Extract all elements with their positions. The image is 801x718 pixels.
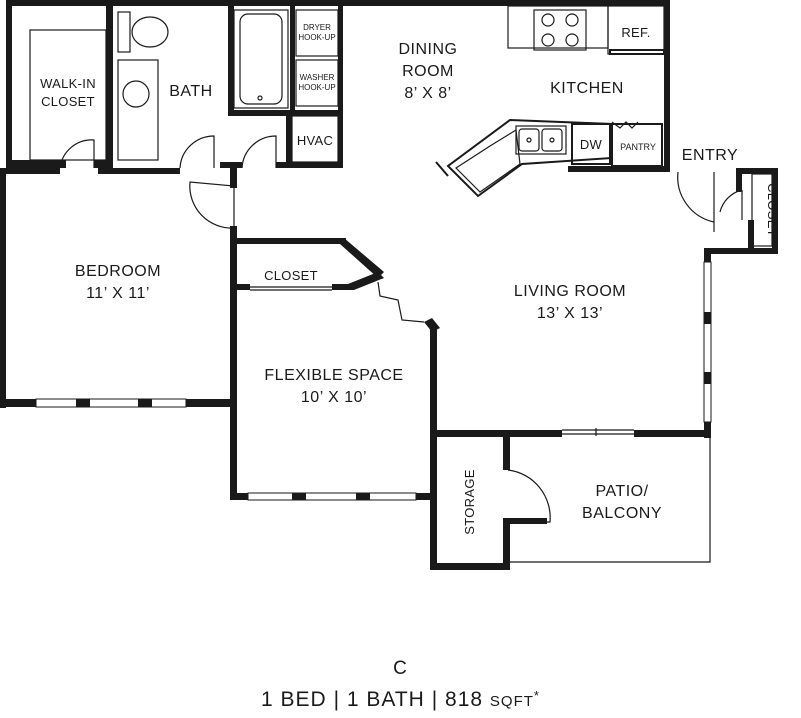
entry-closet-label: CLOSET xyxy=(765,183,780,237)
dishwasher-label: DW xyxy=(580,137,603,152)
floor-plan: WALK-IN CLOSET BATH DRYER HOOK-UP WASHER… xyxy=(0,0,780,570)
storage-label: STORAGE xyxy=(462,469,477,534)
unit-area: 818 xyxy=(445,688,484,711)
living-room-size: 13’ X 13’ xyxy=(537,305,603,322)
washer-hookup-label: WASHER xyxy=(300,73,335,82)
bedroom-label: BEDROOM xyxy=(75,263,161,280)
closet-label: CLOSET xyxy=(264,268,318,283)
refrigerator-label: REF. xyxy=(621,25,650,40)
dryer-hookup-label-line2: HOOK-UP xyxy=(298,33,335,42)
interior-walls xyxy=(6,6,754,570)
separator-2: | xyxy=(431,688,439,711)
kitchen-label: KITCHEN xyxy=(550,80,624,97)
bedroom-size: 11’ X 11’ xyxy=(86,285,150,302)
separator-1: | xyxy=(333,688,341,711)
dining-room-label-line2: ROOM xyxy=(402,63,454,80)
unit-name-text: C xyxy=(393,658,408,679)
dining-room-size: 8’ X 8’ xyxy=(404,85,451,102)
living-room-label: LIVING ROOM xyxy=(514,283,626,300)
bath-fixtures xyxy=(117,11,169,161)
entry-label: ENTRY xyxy=(682,147,738,164)
patio-outline xyxy=(510,437,711,563)
walk-in-closet-shelf xyxy=(29,29,107,161)
unit-baths: 1 BATH xyxy=(346,688,425,711)
hvac-label: HVAC xyxy=(297,133,333,148)
walk-in-closet-label: WALK-IN xyxy=(40,76,96,91)
windows xyxy=(35,261,712,501)
entry-closet xyxy=(751,173,773,247)
unit-name: C xyxy=(0,658,801,680)
patio-label-line2: BALCONY xyxy=(582,505,662,522)
walk-in-closet-label-line2: CLOSET xyxy=(41,94,95,109)
door-swings[interactable] xyxy=(59,121,743,523)
sliding-door-patio[interactable] xyxy=(562,428,634,436)
flex-space-bifold-door[interactable] xyxy=(377,281,425,323)
unit-beds: 1 BED xyxy=(261,688,327,711)
bath-label: BATH xyxy=(169,83,212,100)
bathtub xyxy=(233,9,289,109)
laundry-hookups xyxy=(295,9,339,107)
dryer-hookup-label: DRYER xyxy=(303,23,331,32)
room-labels: WALK-IN CLOSET BATH DRYER HOOK-UP WASHER… xyxy=(40,23,780,535)
footnote-mark: * xyxy=(533,688,540,703)
unit-summary: 1 BED | 1 BATH | 818 SQFT* xyxy=(0,688,801,712)
flexible-space-label: FLEXIBLE SPACE xyxy=(264,367,403,384)
flexible-space-size: 10’ X 10’ xyxy=(301,389,367,406)
patio-label: PATIO/ xyxy=(595,483,648,500)
washer-hookup-label-line2: HOOK-UP xyxy=(298,83,335,92)
pantry-label: PANTRY xyxy=(620,142,656,152)
hvac-closet xyxy=(291,115,339,163)
closet-sliding-door[interactable] xyxy=(250,286,332,291)
kitchen-counters xyxy=(435,5,665,198)
unit-area-unit: SQFT* xyxy=(489,688,540,710)
dining-room-label: DINING xyxy=(399,41,458,58)
